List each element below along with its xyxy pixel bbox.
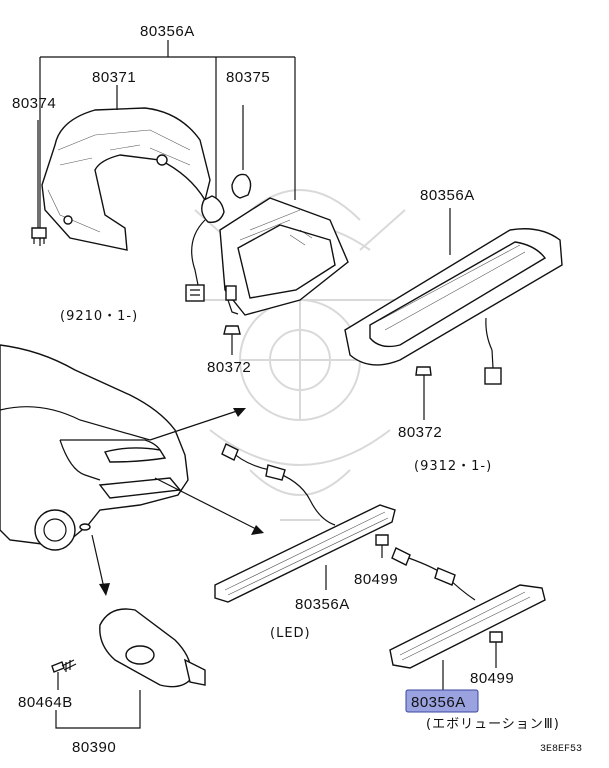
label-date-left: (9210・1-)	[60, 309, 138, 324]
label-evo-note: (エボリューションⅢ)	[426, 717, 560, 732]
side-lamp	[55, 608, 206, 729]
bulb-socket-wire	[185, 105, 252, 302]
label-led-note: (LED)	[270, 626, 311, 641]
label-bulb: 80375	[226, 69, 270, 86]
label-led-assembly: 80356A	[295, 596, 350, 613]
label-top-assembly: 80356A	[140, 23, 195, 40]
evo-assembly	[389, 547, 546, 690]
callout-top-assembly	[39, 40, 296, 240]
label-diagram-code: 3E8EF53	[540, 744, 582, 755]
cover-housing	[41, 85, 211, 251]
led-assembly	[214, 443, 396, 603]
arrows	[91, 408, 264, 596]
highlight-box	[405, 689, 479, 713]
label-cover: 80371	[92, 69, 136, 86]
lamp-assembly-top	[219, 197, 349, 316]
nut-right	[415, 366, 432, 420]
label-nut-right: 80372	[398, 424, 442, 441]
screw-80464b	[51, 659, 77, 690]
screw-80374	[31, 120, 47, 246]
label-evo-bolt: 80499	[470, 670, 514, 687]
led-bolt	[375, 534, 389, 558]
evo-bolt	[489, 631, 503, 668]
label-side-lamp: 80390	[72, 739, 116, 756]
car-outline	[0, 344, 189, 551]
lamp-assembly-right	[344, 208, 563, 385]
label-nut-left: 80372	[207, 359, 251, 376]
label-screw-lamp: 80464B	[18, 694, 73, 711]
label-right-assembly: 80356A	[420, 187, 475, 204]
label-evo-assembly: 80356A	[411, 694, 466, 711]
label-date-right: (9312・1-)	[414, 459, 492, 474]
label-led-bolt: 80499	[354, 571, 398, 588]
nut-left	[223, 325, 241, 355]
label-screw-top: 80374	[12, 95, 56, 112]
